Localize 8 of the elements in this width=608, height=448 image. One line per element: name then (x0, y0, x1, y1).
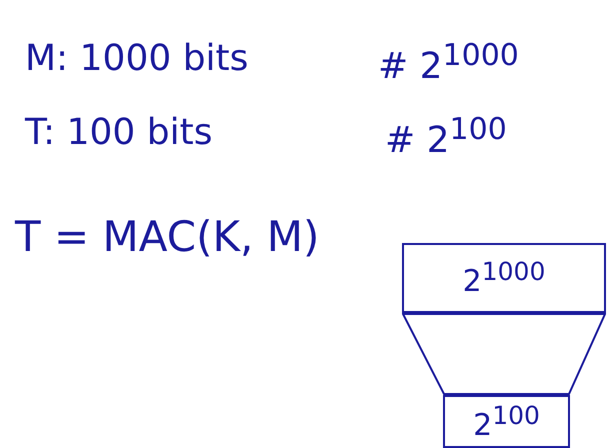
handwritten-note: # 2$^{1000}$ (378, 38, 519, 87)
bottom-box: 2$^{100}$ (443, 395, 570, 448)
handwritten-note: # 2$^{100}$ (385, 112, 507, 161)
handwritten-note: T: 100 bits (25, 112, 212, 153)
handwritten-note: T = MAC(K, M) (15, 212, 320, 261)
top-box: 2$^{1000}$ (402, 243, 606, 313)
handwritten-note: M: 1000 bits (25, 38, 248, 79)
funnel-shape (402, 313, 606, 395)
